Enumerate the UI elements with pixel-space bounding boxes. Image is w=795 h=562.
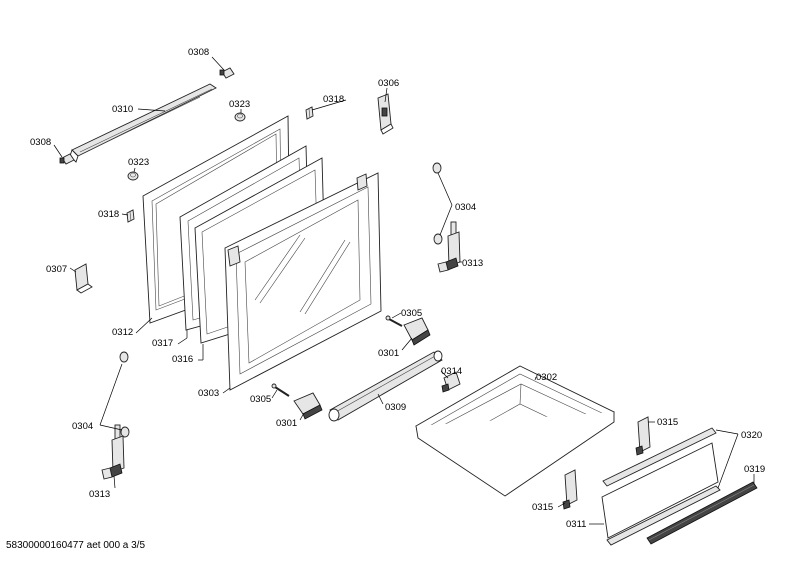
label-0303: 0303 bbox=[198, 388, 219, 399]
door-bumper-upper bbox=[234, 112, 246, 122]
part-labels: 0308 0310 0308 0323 0323 0318 0318 0306 … bbox=[30, 47, 765, 530]
label-0313-right: 0313 bbox=[462, 258, 483, 269]
drawer-seal-strip bbox=[646, 481, 758, 545]
hinge-bracket bbox=[377, 93, 394, 135]
handle-support-upper bbox=[403, 317, 431, 346]
label-0318-upper: 0318 bbox=[323, 94, 344, 105]
label-0301-lower: 0301 bbox=[276, 418, 297, 429]
label-0308-top: 0308 bbox=[188, 47, 209, 58]
label-0312: 0312 bbox=[112, 327, 133, 338]
label-0305-upper: 0305 bbox=[401, 308, 422, 319]
label-0307: 0307 bbox=[46, 264, 67, 275]
drawing-reference-number: 58300000160477 aet 000 a 3/5 bbox=[6, 540, 146, 551]
screw-upper bbox=[385, 315, 403, 327]
label-0316: 0316 bbox=[172, 354, 193, 365]
handle-support-lower bbox=[293, 392, 323, 420]
outer-door-panel bbox=[224, 172, 382, 391]
label-0317: 0317 bbox=[152, 338, 173, 349]
label-0323-upper: 0323 bbox=[229, 99, 250, 110]
label-0315-right: 0315 bbox=[657, 417, 678, 428]
door-handle-bar bbox=[328, 350, 443, 422]
hinge-assembly-right bbox=[432, 162, 461, 273]
end-cap-right bbox=[219, 67, 235, 79]
side-bracket bbox=[74, 263, 93, 294]
hinge-assembly-left bbox=[101, 351, 130, 480]
drawer-panel-strips bbox=[602, 427, 721, 546]
label-0314: 0314 bbox=[441, 366, 462, 377]
drawer-runner-right bbox=[635, 416, 651, 456]
label-0308-left: 0308 bbox=[30, 137, 51, 148]
end-cap-left bbox=[59, 153, 75, 165]
label-0301-upper: 0301 bbox=[378, 348, 399, 359]
storage-drawer-tray bbox=[415, 365, 615, 497]
label-0318-lower: 0318 bbox=[98, 209, 119, 220]
label-0304-right: 0304 bbox=[455, 202, 476, 213]
label-0302: 0302 bbox=[536, 372, 557, 383]
label-0310: 0310 bbox=[112, 104, 133, 115]
door-bumper-lower bbox=[127, 171, 139, 181]
label-0309: 0309 bbox=[385, 402, 406, 413]
label-0304-left: 0304 bbox=[72, 421, 93, 432]
label-0319: 0319 bbox=[744, 464, 765, 475]
label-0306: 0306 bbox=[378, 78, 399, 89]
glass-clip-upper bbox=[305, 106, 314, 120]
glass-clip-lower bbox=[126, 209, 135, 223]
door-top-trim-bar bbox=[69, 83, 217, 163]
label-0320: 0320 bbox=[741, 430, 762, 441]
drawer-front-panel bbox=[601, 442, 719, 539]
drawer-runner-left bbox=[562, 469, 578, 510]
label-0323-lower: 0323 bbox=[128, 157, 149, 168]
leader-lines bbox=[53, 56, 755, 525]
label-0311: 0311 bbox=[566, 519, 586, 530]
label-0313-left: 0313 bbox=[89, 489, 110, 500]
label-0315-left: 0315 bbox=[532, 502, 553, 513]
label-0305-lower: 0305 bbox=[250, 394, 271, 405]
screw-lower bbox=[271, 383, 290, 397]
tray-clip bbox=[441, 371, 461, 393]
